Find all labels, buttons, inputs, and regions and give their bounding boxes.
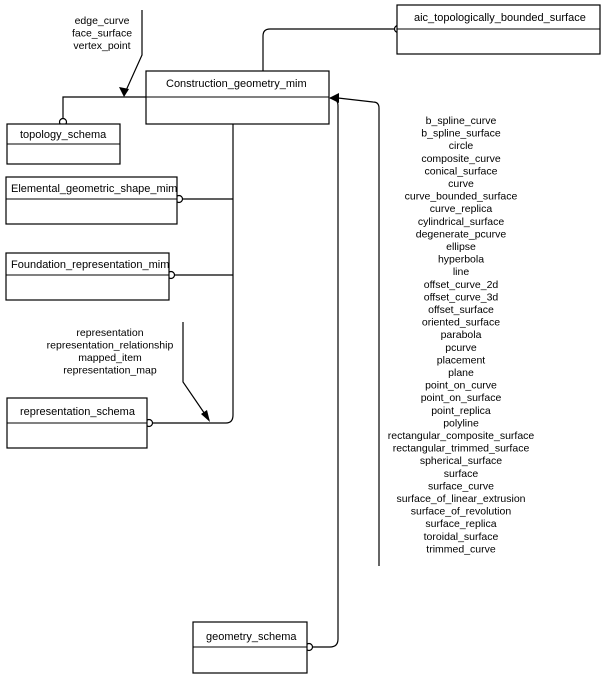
schema-label-topology: topology_schema (20, 129, 107, 141)
geometry-import-item: surface_of_revolution (411, 506, 512, 518)
arrowhead-geometry (329, 93, 339, 103)
arrowhead-topology (119, 87, 129, 97)
geometry-import-list: b_spline_curveb_spline_surfacecirclecomp… (388, 115, 535, 555)
connector-topology (62, 96, 146, 120)
schema-box-elemental[interactable]: Elemental_geometric_shape_mim (5, 176, 178, 225)
geometry-import-item: hyperbola (438, 254, 484, 266)
geometry-import-item: oriented_surface (422, 317, 500, 329)
geometry-import-item: polyline (443, 417, 479, 429)
geometry-import-item: line (453, 266, 470, 278)
schema-label-representation: representation_schema (20, 406, 136, 418)
schema-box-geometry[interactable]: geometry_schema (192, 621, 308, 674)
topology-import-item: face_surface (72, 28, 132, 40)
geometry-import-item: composite_curve (421, 153, 501, 165)
geometry-import-item: point_replica (431, 405, 491, 417)
geometry-import-item: parabola (441, 329, 482, 341)
geometry-import-item: offset_curve_2d (424, 279, 499, 291)
connector-topology-imports (123, 10, 143, 96)
geometry-import-item: circle (449, 140, 474, 152)
geometry-import-item: point_on_curve (425, 380, 497, 392)
schema-label-aic: aic_topologically_bounded_surface (414, 12, 586, 24)
representation-import-item: representation (76, 327, 143, 339)
geometry-import-item: ellipse (446, 241, 476, 253)
geometry-import-item: point_on_surface (421, 392, 502, 404)
schema-box-topology[interactable]: topology_schema (6, 123, 121, 165)
geometry-import-item: b_spline_curve (426, 115, 497, 127)
connector-geometry (308, 97, 339, 648)
geometry-import-item: rectangular_trimmed_surface (393, 443, 530, 455)
geometry-import-item: offset_surface (428, 304, 494, 316)
geometry-import-item: curve (448, 178, 474, 190)
arrowhead-representation (201, 410, 210, 422)
geometry-import-item: surface_curve (428, 480, 494, 492)
geometry-import-item: surface_replica (425, 518, 496, 530)
schema-box-aic[interactable]: aic_topologically_bounded_surface (396, 4, 601, 55)
geometry-import-item: toroidal_surface (424, 531, 499, 543)
representation-import-item: representation_map (63, 365, 157, 377)
geometry-import-item: trimmed_curve (426, 543, 496, 555)
connector-aic (262, 28, 397, 71)
geometry-import-item: cylindrical_surface (418, 216, 505, 228)
geometry-import-item: rectangular_composite_surface (388, 430, 535, 442)
geometry-import-item: degenerate_pcurve (416, 228, 507, 240)
geometry-import-item: offset_curve_3d (424, 291, 499, 303)
schema-box-foundation[interactable]: Foundation_representation_mim (5, 252, 170, 301)
geometry-import-item: surface_of_linear_extrusion (397, 493, 526, 505)
geometry-import-item: surface (444, 468, 479, 480)
representation-import-item: mapped_item (78, 352, 142, 364)
geometry-import-item: conical_surface (425, 165, 498, 177)
geometry-import-item: curve_replica (430, 203, 493, 215)
geometry-import-item: spherical_surface (420, 455, 502, 467)
schema-label-elemental: Elemental_geometric_shape_mim (11, 183, 177, 195)
geometry-import-item: plane (448, 367, 474, 379)
schema-label-foundation: Foundation_representation_mim (11, 259, 169, 271)
topology-import-item: vertex_point (73, 40, 130, 52)
geometry-import-item: curve_bounded_surface (405, 191, 518, 203)
representation-import-item: representation_relationship (47, 340, 174, 352)
topology-import-item: edge_curve (75, 15, 130, 27)
geometry-import-item: pcurve (445, 342, 477, 354)
schema-label-geometry: geometry_schema (206, 631, 297, 643)
schema-box-representation[interactable]: representation_schema (6, 397, 148, 449)
geometry-import-item: placement (437, 354, 486, 366)
connector-trunk (148, 124, 234, 424)
connector-representation-imports (182, 322, 210, 421)
main-schema-box[interactable]: Construction_geometry_mim (145, 70, 330, 125)
connector-geometry-list (337, 97, 380, 566)
representation-import-list: representationrepresentation_relationshi… (47, 327, 174, 377)
geometry-import-item: b_spline_surface (421, 128, 501, 140)
main-schema-label: Construction_geometry_mim (166, 78, 307, 90)
